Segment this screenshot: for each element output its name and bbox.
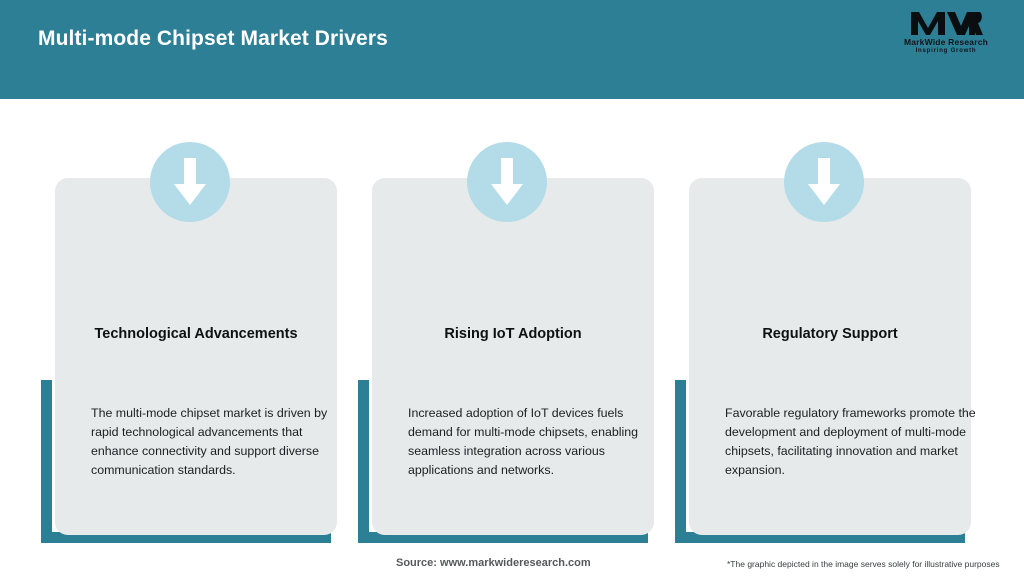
source-label: Source: www.markwideresearch.com — [396, 557, 591, 569]
driver-card-title: Regulatory Support — [762, 326, 898, 342]
driver-card-body: Increased adoption of IoT devices fuels … — [408, 406, 639, 477]
driver-card-title: Rising IoT Adoption — [444, 326, 582, 342]
driver-column-1: Technological Advancements The multi-mod… — [28, 99, 344, 576]
driver-card[interactable]: Technological Advancements The multi-mod… — [55, 178, 337, 535]
driver-card-title: Technological Advancements — [94, 326, 298, 342]
company-logo: MarkWide Research Inspiring Growth — [886, 9, 1006, 61]
logo-tagline: Inspiring Growth — [915, 48, 977, 54]
driver-card-body: Favorable regulatory frameworks promote … — [725, 406, 976, 477]
page-title: Multi-mode Chipset Market Drivers — [38, 27, 388, 50]
logo-company-name: MarkWide Research — [903, 37, 989, 47]
driver-card-body: The multi-mode chipset market is driven … — [91, 406, 328, 477]
driver-column-3: Regulatory Support Favorable regulatory … — [662, 99, 978, 576]
driver-card[interactable]: Regulatory Support Favorable regulatory … — [689, 178, 976, 535]
down-arrow-icon — [150, 142, 230, 222]
down-arrow-icon — [467, 142, 547, 222]
page-header: Multi-mode Chipset Market Drivers MarkWi… — [0, 0, 1024, 99]
driver-card[interactable]: Rising IoT Adoption Increased adoption o… — [372, 178, 654, 535]
driver-column-2: Rising IoT Adoption Increased adoption o… — [345, 99, 661, 576]
drivers-card-group: Technological Advancements The multi-mod… — [0, 99, 1024, 576]
logo-monogram-icon — [886, 9, 1006, 37]
disclaimer-note: *The graphic depicted in the image serve… — [727, 559, 1000, 569]
down-arrow-icon — [784, 142, 864, 222]
